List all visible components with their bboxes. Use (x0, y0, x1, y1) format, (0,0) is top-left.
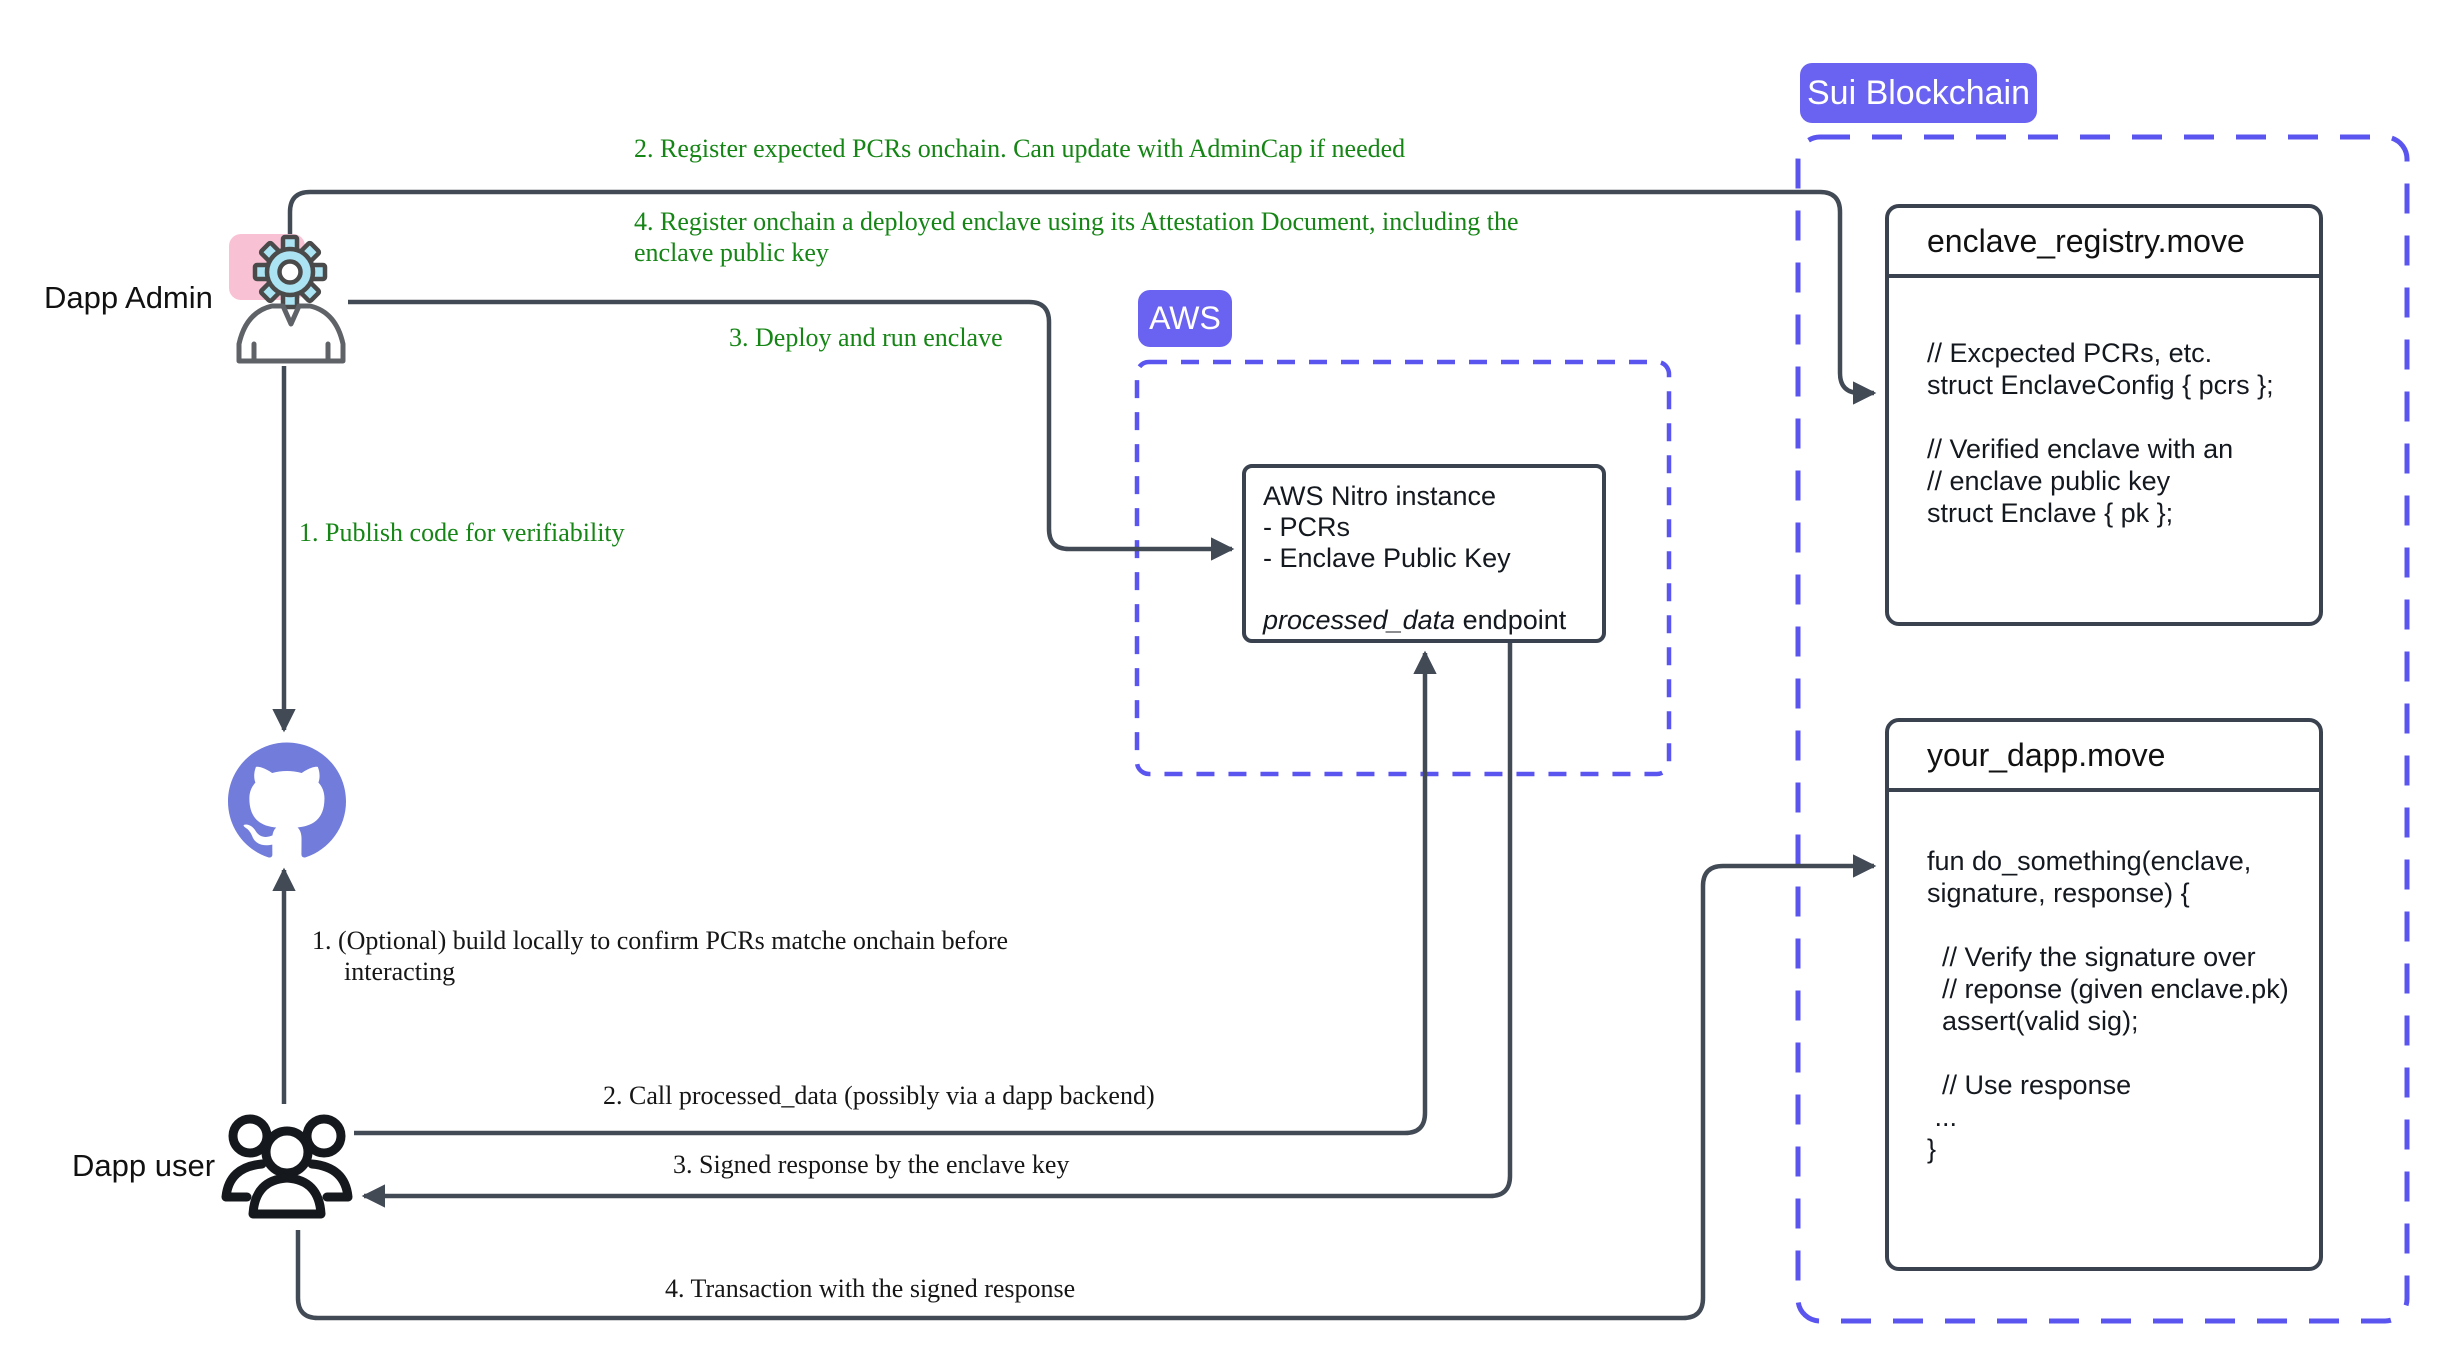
dapp-user-label: Dapp user (72, 1148, 216, 1183)
dapp-code-line: signature, response) { (1927, 878, 2190, 908)
aws-container (1134, 359, 1672, 777)
person-icon (236, 303, 346, 364)
annotation-register-pcrs: 2. Register expected PCRs onchain. Can u… (634, 134, 1406, 163)
dapp-code-line: fun do_something(enclave, (1927, 846, 2252, 876)
nitro-line (1263, 574, 1602, 605)
connector-register-pcrs-to-registry (287, 189, 1877, 405)
your-dapp-title: your_dapp.move (1889, 722, 2319, 792)
endpoint-name: processed_data (1263, 605, 1456, 635)
dapp-code-line: // reponse (given enclave.pk) (1927, 974, 2289, 1004)
dapp-code-line: assert(valid sig); (1927, 1006, 2139, 1036)
annotation-signed: 3. Signed response by the enclave key (673, 1150, 1070, 1179)
connector-signed-response-to-user (361, 643, 1513, 1208)
annotation-register-enclave-line2: enclave public key (634, 238, 829, 267)
sui-blockchain-container (1795, 134, 2410, 1324)
dapp-code-line: ... (1927, 1102, 1958, 1132)
dapp-code-line (1927, 1037, 2319, 1069)
annotation-deploy: 3. Deploy and run enclave (729, 323, 1003, 352)
dapp-code-line (1927, 909, 2319, 941)
connector-deploy-to-nitro (348, 299, 1235, 561)
registry-code-line: struct Enclave { pk }; (1927, 498, 2174, 528)
connector-transaction-to-dapp (295, 854, 1877, 1321)
nitro-endpoint-line: processed_data endpoint (1263, 605, 1602, 636)
registry-code-line: // enclave public key (1927, 466, 2171, 496)
annotation-build-line1: 1. (Optional) build locally to confirm P… (312, 926, 1009, 955)
endpoint-suffix: endpoint (1455, 605, 1567, 635)
your-dapp-box: your_dapp.move fun do_something(enclave,… (1885, 718, 2323, 1271)
annotation-register-enclave-line1: 4. Register onchain a deployed enclave u… (634, 207, 1519, 236)
annotation-publish: 1. Publish code for verifiability (299, 518, 625, 547)
annotation-build-line2: interacting (344, 957, 456, 986)
github-icon (228, 742, 346, 858)
enclave-registry-title: enclave_registry.move (1889, 208, 2319, 278)
enclave-registry-box: enclave_registry.move // Excpected PCRs,… (1885, 204, 2323, 626)
nitro-line: - Enclave Public Key (1263, 543, 1511, 573)
connector-call-to-nitro (354, 650, 1437, 1136)
dapp-code-line: // Verify the signature over (1927, 942, 2256, 972)
dapp-admin-icon (229, 234, 346, 364)
aws-badge: AWS (1138, 290, 1232, 347)
registry-code-line: // Excpected PCRs, etc. (1927, 338, 2213, 368)
sui-blockchain-badge: Sui Blockchain (1800, 63, 2037, 123)
dapp-admin-label: Dapp Admin (44, 280, 213, 315)
dapp-code-line: // Use response (1927, 1070, 2132, 1100)
registry-code-line: // Verified enclave with an (1927, 434, 2234, 464)
users-icon (221, 1114, 353, 1219)
aws-nitro-box: AWS Nitro instance - PCRs - Enclave Publ… (1242, 464, 1606, 643)
dapp-code-line: } (1927, 1134, 1937, 1164)
nitro-line: - PCRs (1263, 512, 1350, 542)
registry-code-line (1927, 401, 2319, 433)
nitro-title: AWS Nitro instance (1263, 481, 1497, 511)
gear-icon (252, 234, 328, 310)
registry-code-line: struct EnclaveConfig { pcrs }; (1927, 370, 2274, 400)
annotation-transaction: 4. Transaction with the signed response (665, 1274, 1076, 1303)
annotation-call: 2. Call processed_data (possibly via a d… (603, 1081, 1155, 1110)
